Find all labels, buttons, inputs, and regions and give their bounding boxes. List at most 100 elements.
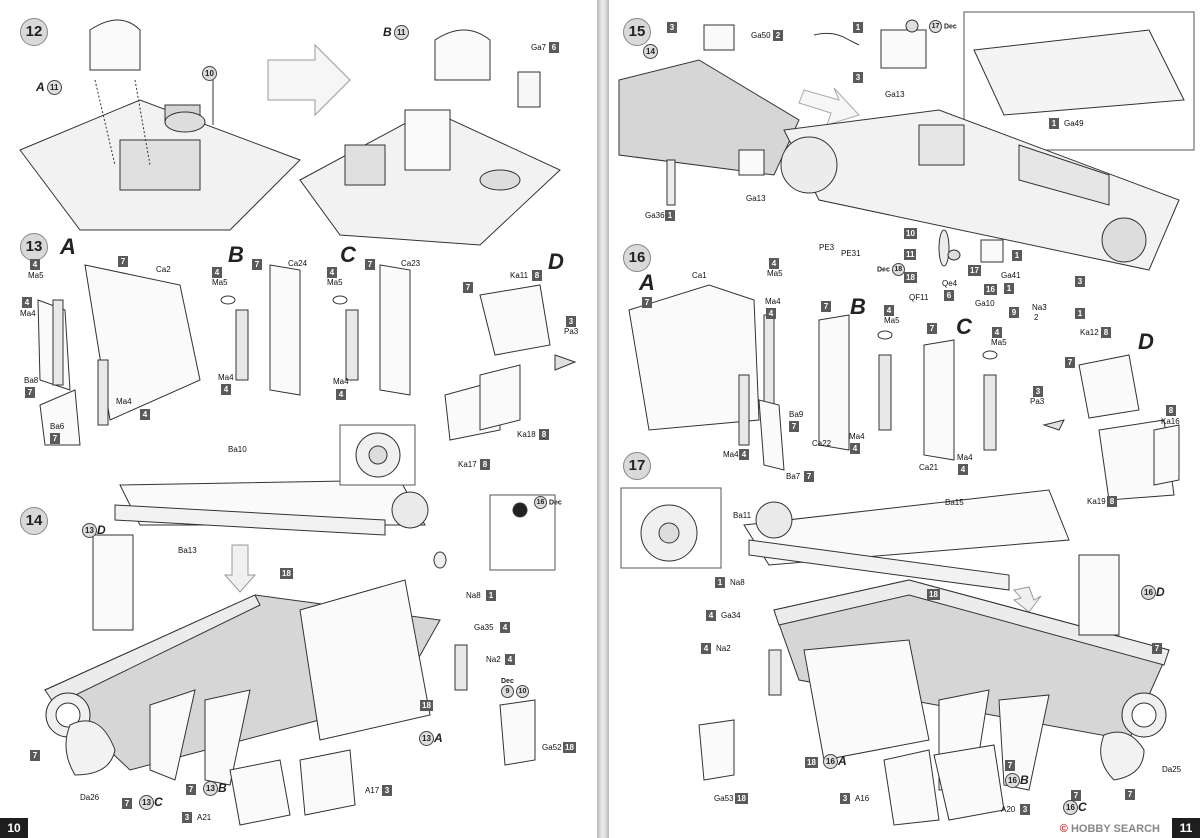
qty-15-1b: 1 [1012,250,1022,261]
qty-15-9: 9 [1009,307,1019,318]
label-ga36: Ga36 [645,211,665,220]
qty-16c-ma5: 4 [992,327,1002,338]
ref-circle: 16 [823,754,838,770]
qty-a-ca2: 7 [118,256,128,267]
left-page-line-art [19,19,577,826]
step14-upper-rail [114,479,429,536]
step13-sub-d: D [548,249,564,274]
step13-b-bogie [220,264,301,396]
qty-16a-ma4b: 4 [739,449,749,460]
qty-a-ma4b: 4 [140,409,150,420]
label-16b-ca22: Ca22 [812,439,832,448]
step17-hull-side [698,554,1170,826]
decal-text: Dec [501,678,514,685]
label-b-ca24: Ca24 [288,259,308,268]
qty-17-na2: 4 [701,643,711,654]
qty-b-ma5: 4 [212,267,222,278]
label-ga49: Ga49 [1064,119,1084,128]
qty-15-3b: 3 [1075,276,1085,287]
label-a-ba6: Ba6 [50,422,65,431]
ref-letter: D [1156,585,1165,599]
label-16c-ca21: Ca21 [919,463,939,472]
step12-hull-left [19,19,301,231]
qty-18b: 18 [420,700,433,711]
step15-rear-plate [618,19,927,206]
step13-d-bogie [444,284,577,441]
decal-18: Dec 18 [877,263,905,276]
ref-circle: 13 [82,523,97,539]
label-b-ma5: Ma5 [212,278,228,287]
label-ba11: Ba11 [733,511,752,520]
label-16a-ba9: Ba9 [789,410,804,419]
qty-qe4: 6 [944,290,954,301]
label-ga13: Ga13 [885,90,905,99]
watermark: © HOBBY SEARCH [1060,823,1160,835]
page-number-right: 11 [1172,818,1200,838]
step15-arrow [798,87,860,126]
decal-16: 16 Dec [534,496,562,509]
label-d-ka18: Ka18 [517,430,536,439]
step-15-badge: 15 [623,18,651,46]
qty-16c-7: 7 [927,323,937,334]
qty-c-ma5: 4 [327,267,337,278]
qty-d-ka18: 8 [539,429,549,440]
qty-15-17: 17 [968,265,981,276]
step16-d-bogie [1042,354,1180,501]
qty-18a: 18 [280,568,293,579]
ref-circle: 13 [419,731,434,747]
step-16-badge: 16 [623,244,651,272]
qty-17-7d: 7 [1125,789,1135,800]
qty-15-1c: 1 [1075,308,1085,319]
qty-ga52: 18 [563,742,576,753]
label-a-ca2: Ca2 [156,265,171,274]
qty-15-10: 10 [904,228,917,239]
label-ga10: Ga10 [975,299,995,308]
qty-a16: 3 [840,793,850,804]
decal-text: Dec [548,499,562,507]
step16-sub-d: D [1138,329,1154,354]
label-da25: Da25 [1162,765,1182,774]
qty-16a-ba9: 7 [789,421,799,432]
qty-ga35: 4 [500,622,510,633]
decal-circle: 17 [929,20,942,33]
label-ga35: Ga35 [474,623,494,632]
decal-circle-9: 9 [501,685,514,698]
ref-circle: 14 [643,44,658,60]
qty-16d-ka19: 8 [1107,496,1117,507]
step16-b-bogie [818,314,893,451]
decal-17: 17 Dec [929,20,957,33]
qty-a17: 3 [382,785,392,796]
qty-15-16: 16 [984,284,997,295]
label-16d-ka19: Ka19 [1087,497,1106,506]
label-a-ma4: Ma4 [20,309,36,318]
step13-sub-a: A [60,234,76,259]
step14-hull-side [44,534,536,826]
qty-15-18: 18 [904,272,917,283]
label-a-ba8: Ba8 [24,376,39,385]
watermark-prefix: © [1059,823,1068,835]
step13-a-bogie [37,264,201,446]
label-na2: Na2 [486,655,501,664]
label-ga41: Ga41 [1001,271,1021,280]
ref-circle: 10 [202,66,217,82]
label-b-ma4: Ma4 [218,373,234,382]
qty-c-7: 7 [365,259,375,270]
qty-a-ba8: 7 [25,387,35,398]
label-ba13: Ba13 [178,546,197,555]
step13-sub-c: C [340,242,356,267]
label-ga7: Ga7 [531,43,547,52]
qty-a20: 3 [1020,804,1030,815]
qty-16d-7: 7 [1065,357,1075,368]
ref-circle: 11 [46,80,62,96]
label-16a-ma5: Ma5 [767,269,783,278]
qty-ga36: 1 [665,210,675,221]
qty-d-ka11: 8 [532,270,542,281]
qty-7b: 7 [186,784,196,795]
step16-a-bogie [628,284,785,471]
qty-16b-ma4: 4 [850,443,860,454]
